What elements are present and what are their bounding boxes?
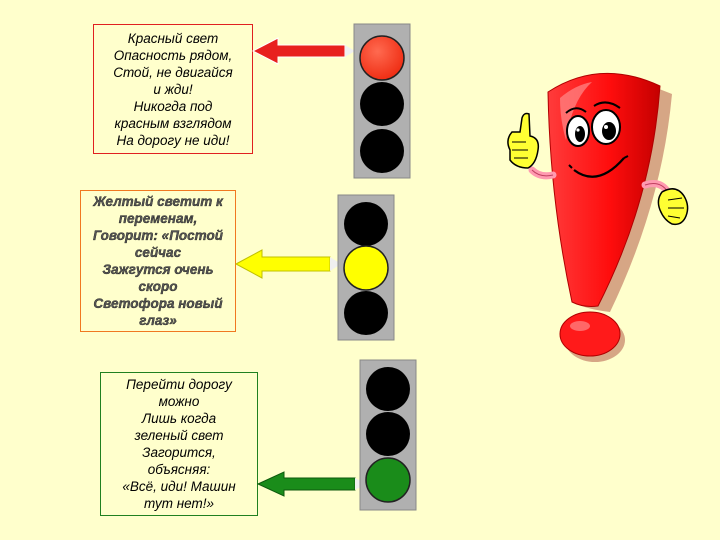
arrow-left-icon-green <box>256 471 366 497</box>
poem-line: объясняя: <box>147 462 211 477</box>
poem-line: сейчас <box>134 245 182 260</box>
poem-line: Зажгутся очень <box>102 262 214 277</box>
traffic-light-icon-green <box>359 359 417 511</box>
poem-line: Опасность рядом, <box>113 47 233 63</box>
poem-line: «Всё, иди! Машин <box>122 479 236 494</box>
poem-line: зеленый свет <box>134 428 224 443</box>
arrow-left-icon-yellow <box>234 249 341 279</box>
poem-yellow-light: Желтый светит к переменам, Говорит: «Посто… <box>80 190 236 332</box>
poem-line: Красный свет <box>127 30 219 46</box>
mascot-smile <box>573 157 625 178</box>
poem-line: Загорится, <box>142 445 216 460</box>
traffic-light-icon-red <box>353 23 411 179</box>
poem-line: Лишь когда <box>141 411 217 426</box>
mascot-right-hand <box>641 180 689 226</box>
mascot-left-hand <box>507 112 557 180</box>
poem-line: глаз» <box>139 313 177 328</box>
poem-line: Перейти дорогу <box>126 377 232 392</box>
poem-line: скоро <box>138 279 178 294</box>
poem-line: тут нет!» <box>144 496 214 511</box>
poem-line: Светофора новый <box>93 296 223 311</box>
poem-line: и жди! <box>153 81 193 97</box>
traffic-light-icon-yellow <box>337 194 395 341</box>
poem-line: На дорогу не иди! <box>116 132 230 148</box>
poem-line: Стой, не двигайся <box>113 64 233 80</box>
poem-line: Никогда под <box>133 98 213 114</box>
exclamation-mascot-icon <box>507 72 689 362</box>
poem-line: Говорит: «Постой <box>93 228 223 243</box>
poem-line: можно <box>158 394 200 409</box>
poem-line: Желтый светит к <box>93 194 223 209</box>
arrow-left-icon-red <box>251 37 355 65</box>
mascot-eyes <box>565 101 621 147</box>
poem-line: красным взглядом <box>114 115 232 131</box>
poem-line: переменам, <box>118 211 198 226</box>
